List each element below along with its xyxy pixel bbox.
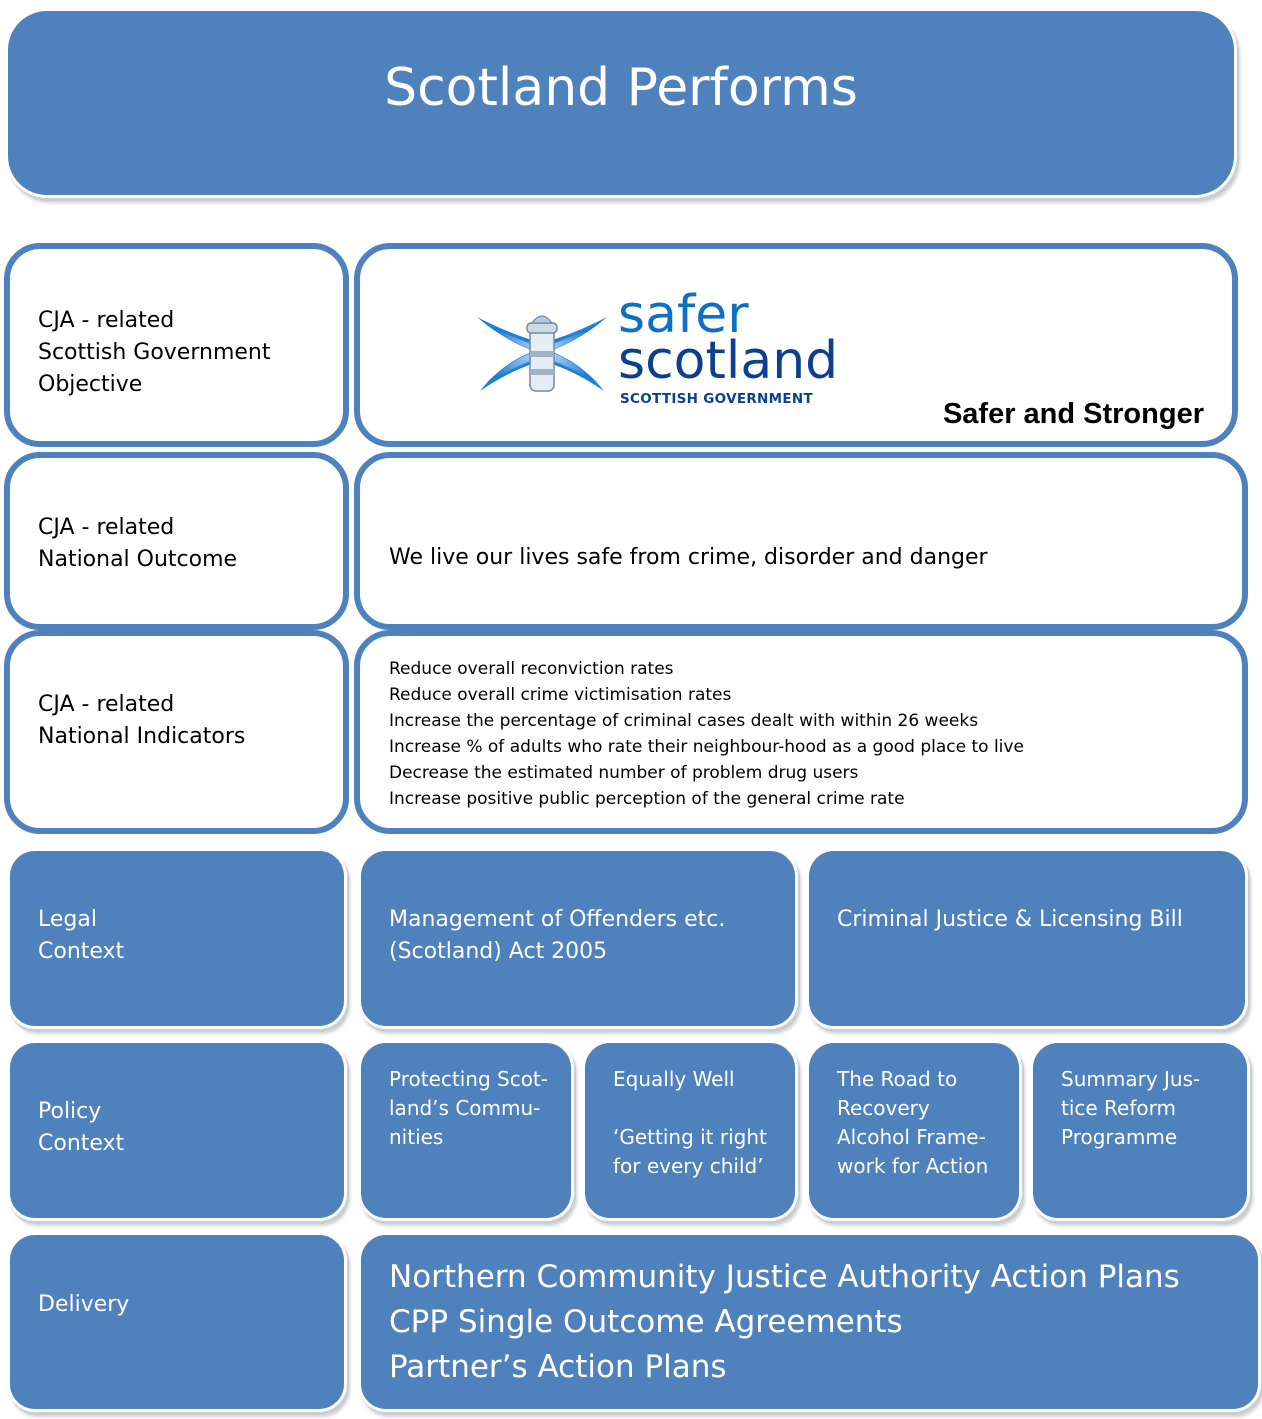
objective-tagline: Safer and Stronger bbox=[942, 398, 1204, 430]
header-banner: Scotland Performs bbox=[5, 8, 1237, 198]
outcome-label: CJA - related National Outcome bbox=[38, 512, 237, 576]
policy-item-line: The Road to bbox=[837, 1067, 958, 1091]
indicator-item: Decrease the estimated number of problem… bbox=[389, 763, 859, 783]
indicator-item: Increase positive public perception of t… bbox=[389, 789, 905, 809]
policy-item-text: The Road to Recovery Alcohol Frame- work… bbox=[837, 1065, 1009, 1181]
policy-item-box: Protecting Scot- land’s Commu- nities bbox=[358, 1040, 574, 1221]
outcome-label-line: National Outcome bbox=[38, 547, 238, 572]
policy-item-text: Equally Well ‘Getting it right for every… bbox=[613, 1065, 785, 1181]
policy-item-line: Recovery bbox=[837, 1096, 930, 1120]
indicators-content-box: Reduce overall reconviction rates Reduce… bbox=[354, 630, 1248, 834]
policy-item-box: Equally Well ‘Getting it right for every… bbox=[582, 1040, 798, 1221]
objective-label-line: Scottish Government bbox=[38, 340, 271, 365]
outcome-label-box: CJA - related National Outcome bbox=[4, 452, 349, 630]
legal-label-line: Legal bbox=[38, 907, 97, 932]
indicator-item: Increase % of adults who rate their neig… bbox=[389, 737, 1024, 757]
delivery-line: CPP Single Outcome Agreements bbox=[389, 1304, 903, 1340]
delivery-line: Partner’s Action Plans bbox=[389, 1349, 727, 1385]
legal-label-line: Context bbox=[38, 939, 125, 964]
logo-text-government: SCOTTISH GOVERNMENT bbox=[620, 391, 813, 407]
policy-item-line: land’s Commu- bbox=[389, 1096, 541, 1120]
page-title: Scotland Performs bbox=[384, 58, 858, 118]
legal-item-text: Management of Offenders etc. (Scotland) … bbox=[389, 904, 725, 968]
indicators-label-line: National Indicators bbox=[38, 724, 246, 749]
objective-label-box: CJA - related Scottish Government Object… bbox=[4, 243, 349, 447]
legal-label: Legal Context bbox=[38, 904, 124, 968]
policy-label: Policy Context bbox=[38, 1096, 124, 1160]
objective-label-line: Objective bbox=[38, 372, 143, 397]
policy-item-line: Programme bbox=[1061, 1125, 1178, 1149]
outcome-content-box: We live our lives safe from crime, disor… bbox=[354, 452, 1248, 630]
policy-item-line: ‘Getting it right bbox=[613, 1125, 767, 1149]
policy-item-line: tice Reform bbox=[1061, 1096, 1176, 1120]
objective-label-line: CJA - related bbox=[38, 308, 175, 333]
policy-item-line bbox=[613, 1094, 785, 1123]
policy-item-line: Protecting Scot- bbox=[389, 1067, 548, 1091]
legal-item-line: Management of Offenders etc. bbox=[389, 907, 726, 932]
logo-text-scotland: scotland bbox=[618, 331, 839, 391]
policy-item-line: Summary Jus- bbox=[1061, 1067, 1201, 1091]
legal-item-box: Criminal Justice & Licensing Bill bbox=[806, 848, 1248, 1029]
indicator-item: Reduce overall crime victimisation rates bbox=[389, 685, 732, 705]
policy-item-line: Equally Well bbox=[613, 1067, 735, 1091]
delivery-label: Delivery bbox=[38, 1292, 130, 1317]
objective-label: CJA - related Scottish Government Object… bbox=[38, 305, 270, 401]
legal-item-text: Criminal Justice & Licensing Bill bbox=[837, 904, 1183, 936]
policy-item-text: Protecting Scot- land’s Commu- nities bbox=[389, 1065, 561, 1152]
policy-item-line: Alcohol Frame- bbox=[837, 1125, 986, 1149]
policy-label-box: Policy Context bbox=[7, 1040, 347, 1221]
policy-item-line: work for Action bbox=[837, 1154, 989, 1178]
delivery-lines: Northern Community Justice Authority Act… bbox=[389, 1255, 1180, 1390]
legal-item-box: Management of Offenders etc. (Scotland) … bbox=[358, 848, 798, 1029]
indicators-label-line: CJA - related bbox=[38, 692, 175, 717]
delivery-content-box: Northern Community Justice Authority Act… bbox=[358, 1232, 1261, 1412]
saltire-lighthouse-icon bbox=[477, 315, 607, 392]
outcome-label-line: CJA - related bbox=[38, 515, 175, 540]
safer-scotland-logo: safer scotland SCOTTISH GOVERNMENT bbox=[472, 287, 838, 413]
policy-item-box: Summary Jus- tice Reform Programme bbox=[1030, 1040, 1250, 1221]
legal-item-line: Criminal Justice & Licensing Bill bbox=[837, 907, 1183, 932]
outcome-text: We live our lives safe from crime, disor… bbox=[389, 545, 988, 570]
indicators-list: Reduce overall reconviction rates Reduce… bbox=[389, 656, 1024, 812]
logo-text-safer: safer bbox=[618, 285, 749, 345]
objective-content-box: safer scotland SCOTTISH GOVERNMENT Safer… bbox=[354, 243, 1238, 447]
delivery-line: Northern Community Justice Authority Act… bbox=[389, 1259, 1180, 1295]
policy-item-text: Summary Jus- tice Reform Programme bbox=[1061, 1065, 1237, 1152]
legal-item-line: (Scotland) Act 2005 bbox=[389, 939, 608, 964]
indicator-item: Reduce overall reconviction rates bbox=[389, 659, 674, 679]
indicators-label: CJA - related National Indicators bbox=[38, 689, 245, 753]
policy-item-box: The Road to Recovery Alcohol Frame- work… bbox=[806, 1040, 1022, 1221]
indicators-label-box: CJA - related National Indicators bbox=[4, 630, 349, 834]
policy-label-line: Policy bbox=[38, 1099, 102, 1124]
indicator-item: Increase the percentage of criminal case… bbox=[389, 711, 979, 731]
delivery-label-box: Delivery bbox=[7, 1232, 347, 1412]
policy-label-line: Context bbox=[38, 1131, 125, 1156]
policy-item-line: nities bbox=[389, 1125, 444, 1149]
legal-label-box: Legal Context bbox=[7, 848, 347, 1029]
policy-item-line: for every child’ bbox=[613, 1154, 764, 1178]
